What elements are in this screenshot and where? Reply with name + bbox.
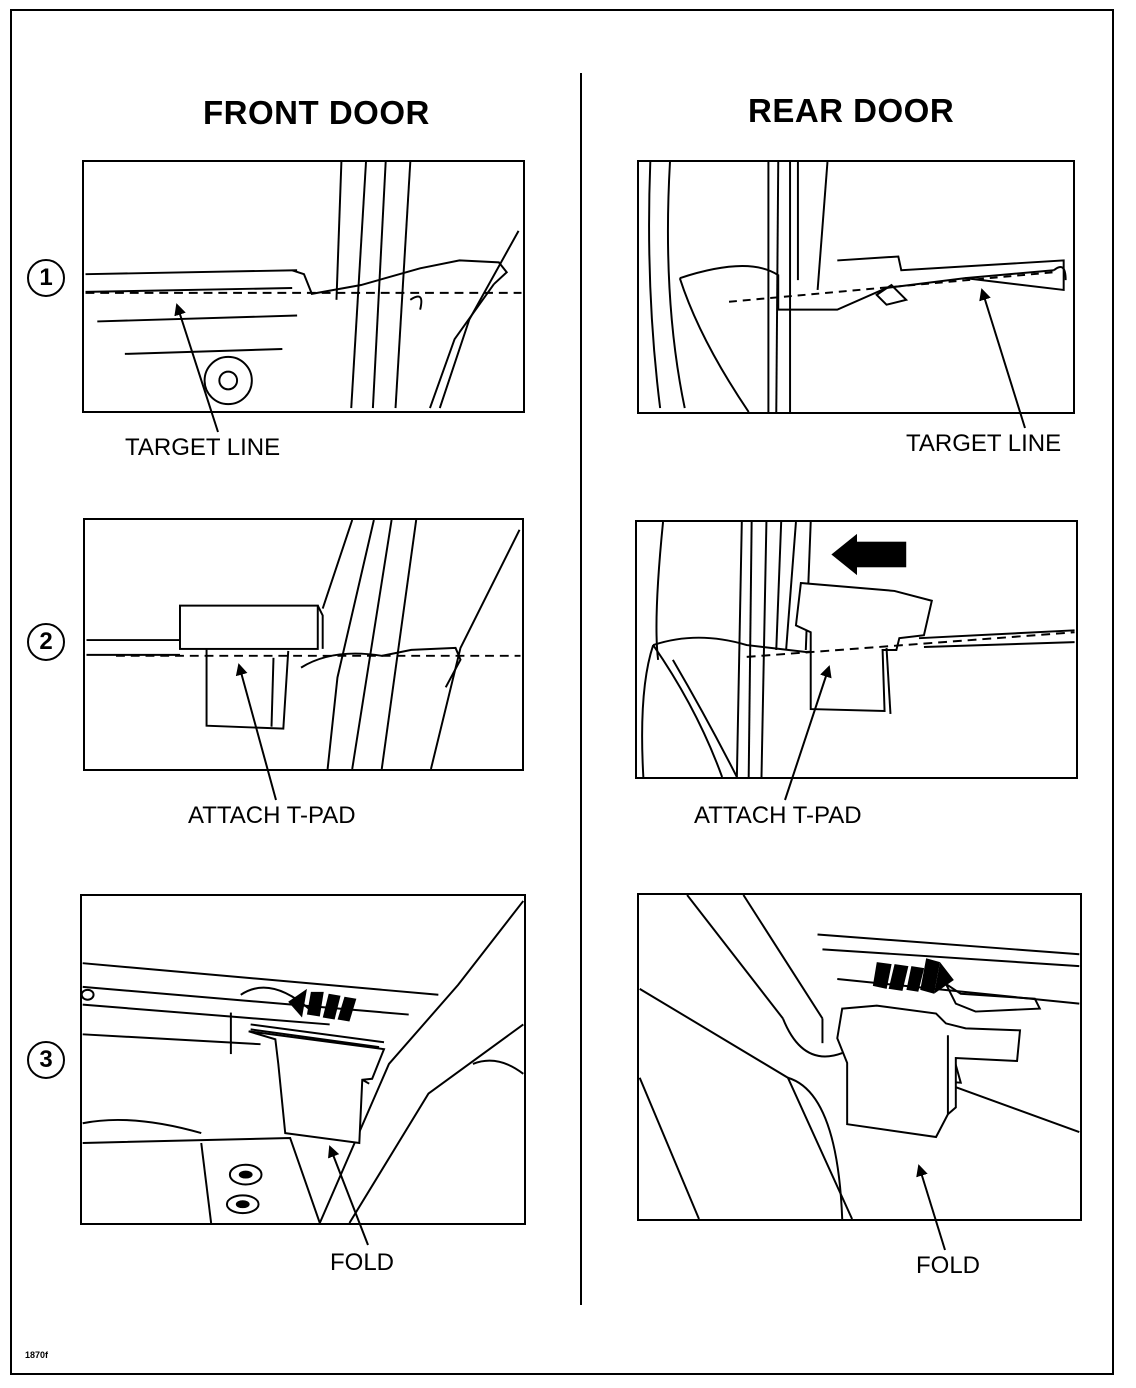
- rear-1-target-line-callout: TARGET LINE: [906, 430, 1062, 457]
- step-2-marker: 2: [27, 623, 65, 661]
- front-2-attach-tpad-callout: ATTACH T-PAD: [188, 802, 356, 829]
- front-3-fold-callout: FOLD: [330, 1249, 395, 1276]
- figure-frame: [10, 9, 1114, 1375]
- front-door-step-1-illustration: [82, 160, 525, 413]
- front-1-target-line-callout: TARGET LINE: [125, 434, 281, 461]
- step-1-marker: 1: [27, 259, 65, 297]
- column-divider: [580, 73, 582, 1305]
- figure-number: 1870f: [25, 1350, 49, 1360]
- front-door-step-2-illustration: [83, 518, 524, 771]
- rear-2-attach-tpad-callout: ATTACH T-PAD: [694, 802, 862, 829]
- rear-3-fold-callout: FOLD: [916, 1252, 981, 1279]
- rear-door-step-2-illustration: [635, 520, 1078, 779]
- front-door-step-3-illustration: [80, 894, 526, 1225]
- rear-door-step-1-illustration: [637, 160, 1075, 414]
- step-3-marker: 3: [27, 1041, 65, 1079]
- front-door-heading: FRONT DOOR: [203, 94, 430, 131]
- rear-door-step-3-illustration: [637, 893, 1082, 1221]
- rear-door-heading: REAR DOOR: [748, 92, 955, 129]
